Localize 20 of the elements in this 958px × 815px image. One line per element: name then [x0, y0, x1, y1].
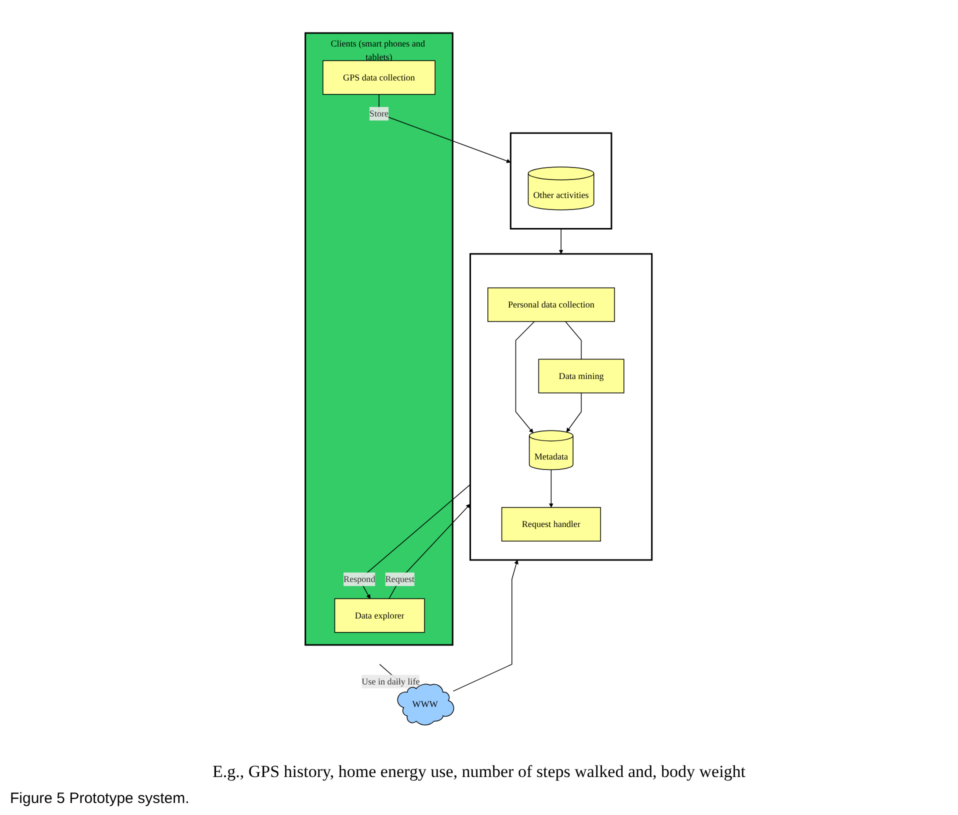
edge-label: Store — [370, 108, 389, 118]
arrow — [549, 469, 554, 508]
node-box: Request handler — [502, 507, 602, 542]
arrow — [516, 321, 536, 434]
connector — [565, 321, 582, 360]
arrow — [379, 94, 512, 163]
edge-label: Request — [386, 574, 415, 584]
node-box: Personal data collection — [488, 287, 616, 322]
edge-label: Use in daily life — [362, 676, 420, 686]
edge-label: Respond — [344, 574, 376, 584]
arrow — [453, 560, 519, 692]
cluster — [470, 253, 654, 561]
note-text: E.g., GPS history, home energy use, number of steps walked and, body weight — [212, 762, 746, 782]
cluster — [510, 132, 613, 230]
arrow — [566, 392, 582, 432]
node-box: Data explorer — [334, 598, 426, 633]
figure-caption: Figure 5 Prototype system. — [10, 790, 190, 807]
node-box: Data mining — [538, 358, 625, 394]
arrow — [559, 228, 564, 254]
node-box: GPS data collection — [322, 60, 436, 95]
